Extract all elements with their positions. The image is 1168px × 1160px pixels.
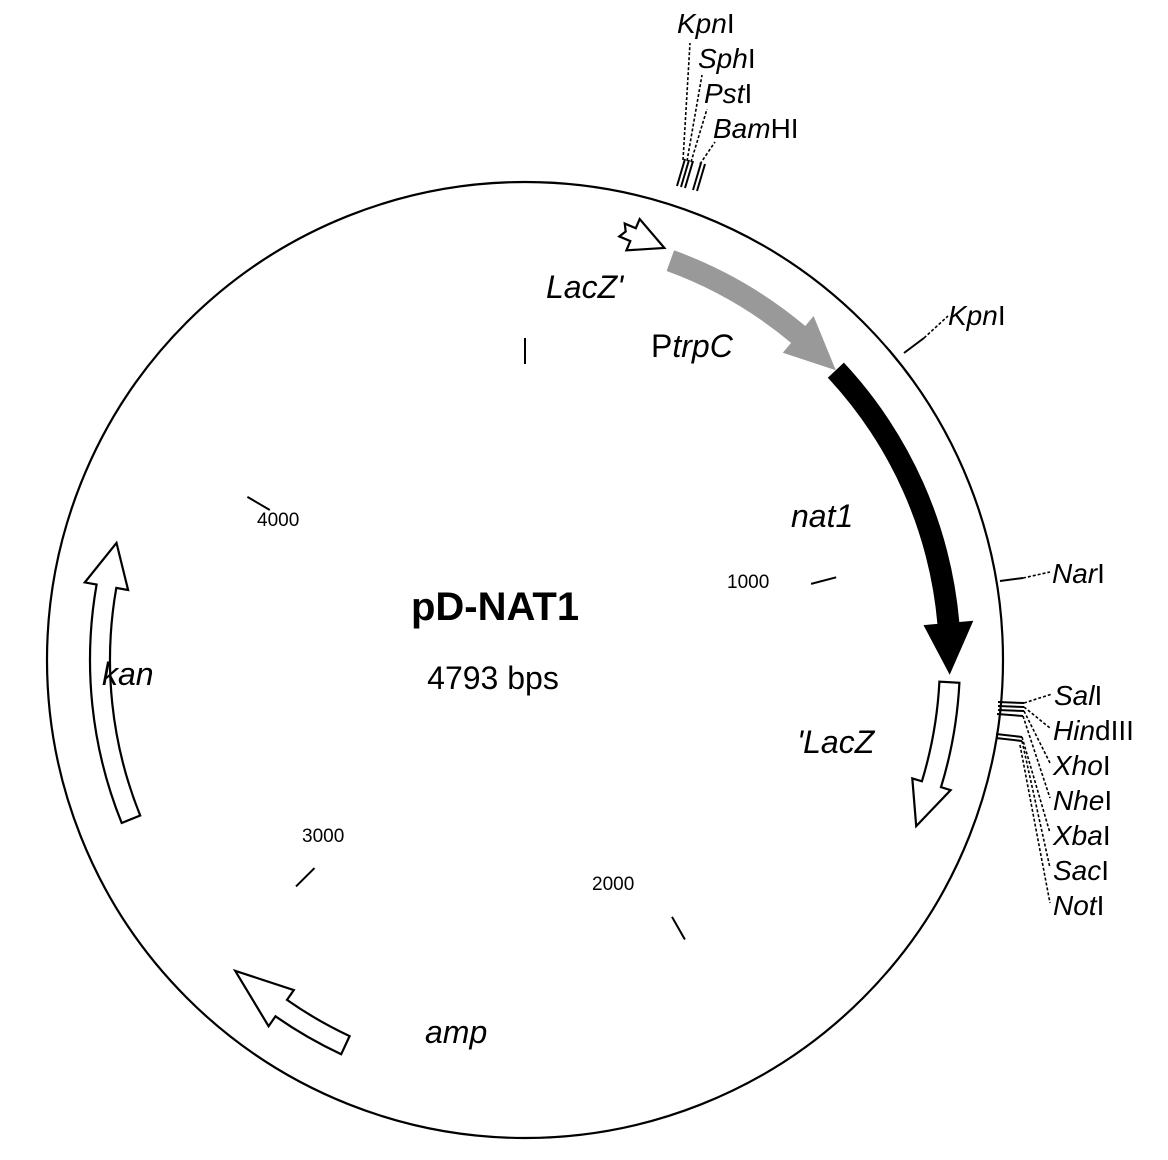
plasmid-backbone — [45, 180, 1005, 1140]
restriction-site-marks — [676, 42, 1053, 904]
lacz-n-arrow — [617, 216, 667, 252]
tick-label-2000: 2000 — [592, 874, 634, 895]
site-label-psti: PstI — [704, 78, 752, 109]
plasmid-name: pD-NAT1 — [411, 585, 579, 629]
tick-mark-2000 — [671, 916, 686, 940]
label-amp: amp — [425, 1014, 487, 1050]
site-label-kpni: KpnI — [677, 8, 735, 39]
lacz-c-arrow — [911, 680, 961, 829]
site-label-sali: SalI — [1054, 680, 1102, 711]
site-label-xhoi: XhoI — [1052, 750, 1111, 781]
label-lacz-c: 'LacZ — [797, 724, 876, 760]
tick-mark-4000 — [246, 496, 271, 511]
label-nat1: nat1 — [791, 498, 853, 534]
tick-mark-1000 — [810, 576, 837, 585]
site-label-nari: NarI — [1052, 558, 1105, 589]
nat1-arrow — [827, 362, 974, 675]
site-label-noti: NotI — [1053, 890, 1104, 921]
tick-label-3000: 3000 — [302, 826, 344, 847]
label-lacz-n: LacZ' — [546, 269, 625, 305]
site-label-nhei: NheI — [1053, 785, 1112, 816]
site-label-sphi: SphI — [698, 43, 756, 74]
amp-arrow — [232, 968, 352, 1056]
tick-label-1000: 1000 — [727, 572, 769, 593]
label-ptrpc: PtrpC — [651, 328, 734, 364]
ptrpc-arrow — [666, 250, 836, 371]
plasmid-size: 4793 bps — [427, 660, 559, 696]
site-label-saci: SacI — [1053, 855, 1109, 886]
site-label-hindiii: HindIII — [1053, 715, 1134, 746]
label-kan: kan — [102, 656, 154, 692]
tick-mark-3000 — [295, 867, 316, 888]
site-label-kpni-2: KpnI — [948, 300, 1006, 331]
site-label-bamhi: BamHI — [713, 113, 799, 144]
tick-label-4000: 4000 — [257, 510, 299, 531]
site-label-xbai: XbaI — [1052, 820, 1111, 851]
kan-arrow — [82, 540, 142, 825]
